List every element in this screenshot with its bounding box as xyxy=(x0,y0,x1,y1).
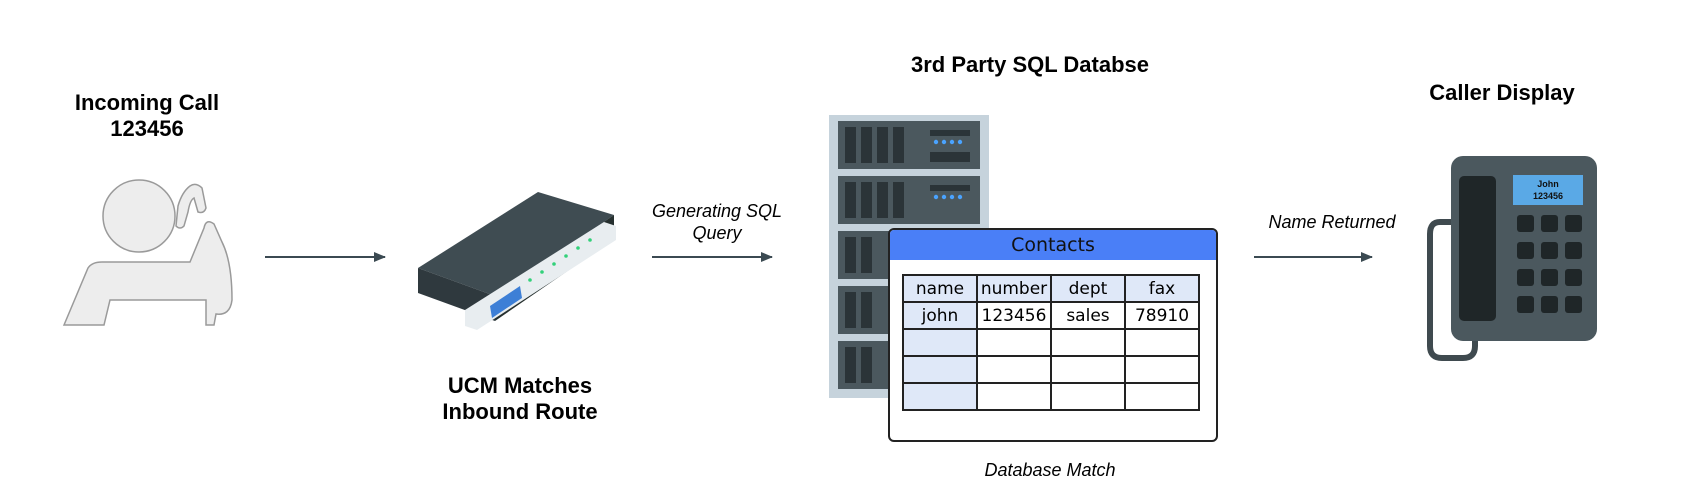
sql-query-label: Generating SQL Query xyxy=(632,200,802,244)
table-cell xyxy=(1124,355,1200,384)
sql-query-line1: Generating SQL xyxy=(651,201,783,221)
column-header-number: number xyxy=(976,274,1052,303)
table-cell xyxy=(976,328,1052,357)
desk-phone-icon: John 123456 xyxy=(1427,156,1597,361)
contacts-header: Contacts xyxy=(890,230,1216,260)
table-header-row: name number dept fax xyxy=(902,274,1200,303)
table-cell xyxy=(1124,328,1200,357)
column-header-name: name xyxy=(902,274,978,303)
incoming-call-label: Incoming Call xyxy=(74,90,220,115)
incoming-call-number: 123456 xyxy=(110,116,184,141)
table-cell xyxy=(1124,382,1200,411)
table-cell xyxy=(902,355,978,384)
contacts-table-card: Contacts name number dept fax john 12345… xyxy=(888,228,1218,442)
table-cell: 78910 xyxy=(1124,301,1200,330)
ucm-title: UCM Matches Inbound Route xyxy=(420,373,620,425)
ucm-router-icon xyxy=(418,192,616,330)
table-cell xyxy=(976,382,1052,411)
table-cell xyxy=(1050,328,1126,357)
table-cell xyxy=(1050,355,1126,384)
table-cell xyxy=(902,382,978,411)
phone-screen-number: 123456 xyxy=(1533,191,1563,201)
table-cell: john xyxy=(902,301,978,330)
phone-screen xyxy=(1513,175,1583,205)
table-row xyxy=(902,328,1200,357)
phone-screen-name: John xyxy=(1537,179,1559,189)
ucm-title-line1: UCM Matches xyxy=(447,373,593,398)
table-cell xyxy=(902,328,978,357)
database-title: 3rd Party SQL Databse xyxy=(910,52,1150,77)
table-cell xyxy=(976,355,1052,384)
contacts-table: name number dept fax john 123456 sales 7… xyxy=(902,274,1200,411)
table-cell xyxy=(1050,382,1126,411)
incoming-call-title: Incoming Call 123456 xyxy=(52,90,242,142)
person-on-phone-icon xyxy=(62,179,233,326)
sql-query-line2: Query xyxy=(692,223,742,243)
table-row: john 123456 sales 78910 xyxy=(902,301,1200,330)
caller-display-title: Caller Display xyxy=(1429,80,1575,105)
name-returned-label: Name Returned xyxy=(1268,212,1396,232)
column-header-dept: dept xyxy=(1050,274,1126,303)
table-cell: sales xyxy=(1050,301,1126,330)
ucm-title-line2: Inbound Route xyxy=(442,399,598,424)
column-header-fax: fax xyxy=(1124,274,1200,303)
table-cell: 123456 xyxy=(976,301,1052,330)
table-row xyxy=(902,355,1200,384)
database-match-caption: Database Match xyxy=(984,460,1116,480)
table-row xyxy=(902,382,1200,411)
